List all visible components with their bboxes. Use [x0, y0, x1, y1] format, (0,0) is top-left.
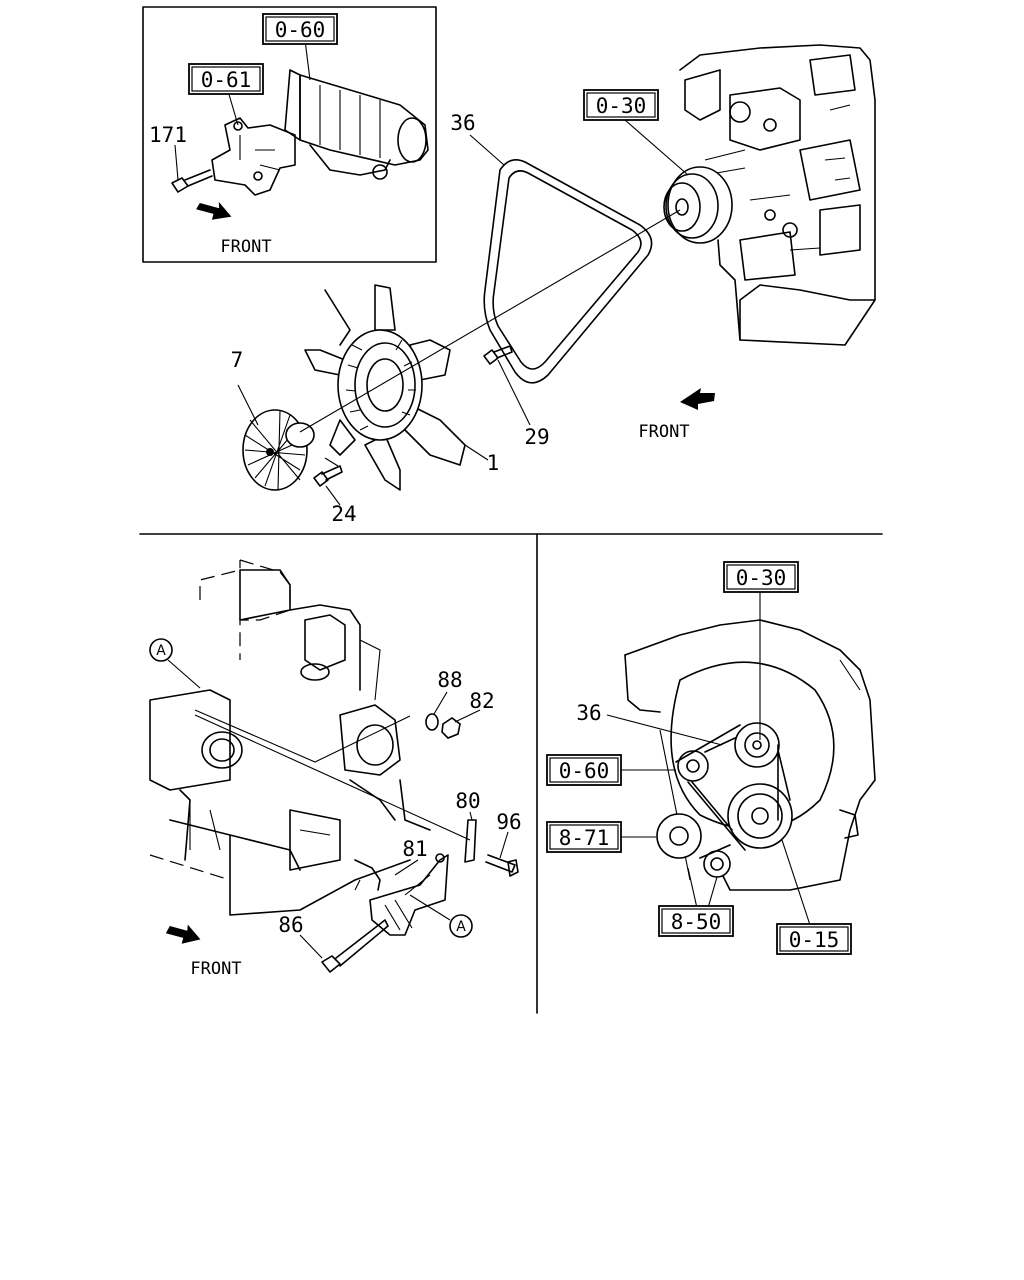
engine-side-drawing: [149, 559, 431, 916]
callout-86: 86: [278, 913, 303, 937]
callout-box: 0-61: [188, 63, 264, 95]
callout-box: 0-60: [546, 754, 622, 786]
callout-0-61: 0-61: [201, 68, 252, 92]
callout-box: 0-15: [776, 923, 852, 955]
front-label-inset: FRONT: [220, 237, 271, 257]
reference-a-marker: [449, 914, 473, 938]
callout-8-71: 8-71: [559, 826, 610, 850]
reference-a-marker: [149, 638, 173, 662]
engine-block-drawing: [679, 44, 876, 346]
callout-0-60-top: 0-60: [275, 18, 326, 42]
engine-front-drawing: [624, 619, 876, 891]
washer-88-drawing: [425, 713, 439, 731]
front-arrow-icon: [196, 201, 232, 220]
callout-96: 96: [496, 810, 521, 834]
callout-0-60-br: 0-60: [559, 759, 610, 783]
v-belt-drawing: [483, 159, 653, 384]
bolt-96-drawing: [485, 854, 519, 877]
fan-clutch-drawing: [242, 409, 315, 491]
reference-a-label: A: [456, 919, 466, 935]
callout-8-50: 8-50: [671, 910, 722, 934]
callout-7: 7: [231, 348, 244, 372]
callout-81: 81: [402, 837, 427, 861]
callout-82: 82: [469, 689, 494, 713]
bolt-171-drawing: [171, 169, 213, 193]
callout-171: 171: [149, 123, 187, 147]
callout-0-15: 0-15: [789, 928, 840, 952]
callout-box: 8-50: [658, 905, 734, 937]
callout-1: 1: [487, 451, 500, 475]
front-label-bottom-left: FRONT: [190, 959, 241, 979]
callout-80: 80: [455, 789, 480, 813]
nut-82-drawing: [441, 717, 461, 739]
callout-29: 29: [524, 425, 549, 449]
front-arrow-icon: [165, 924, 201, 944]
callout-36-br: 36: [576, 701, 601, 725]
callout-0-30-top: 0-30: [596, 94, 647, 118]
callout-box: 8-71: [546, 821, 622, 853]
belt-pulleys-drawing: [656, 722, 793, 878]
callout-box: 0-30: [723, 561, 799, 593]
reference-a-label: A: [156, 643, 166, 659]
bracket-81-drawing: [354, 853, 449, 936]
fan-drawing: [304, 284, 466, 491]
front-label-top: FRONT: [638, 422, 689, 442]
callout-box: 0-30: [583, 89, 659, 121]
crank-pulley-drawing: [663, 166, 733, 244]
inset-frame: [142, 6, 437, 263]
bolt-29-drawing: [483, 345, 513, 365]
starter-bracket-drawing: [211, 117, 296, 196]
callout-0-30-br: 0-30: [736, 566, 787, 590]
bolt-86-drawing: [321, 919, 389, 973]
callout-36-top: 36: [450, 111, 475, 135]
bolt-24-drawing: [313, 465, 343, 487]
callout-88: 88: [437, 668, 462, 692]
front-arrow-icon: [680, 388, 715, 410]
callout-box: 0-60: [262, 13, 338, 45]
starter-motor-drawing: [284, 69, 429, 180]
callout-24: 24: [331, 502, 356, 526]
